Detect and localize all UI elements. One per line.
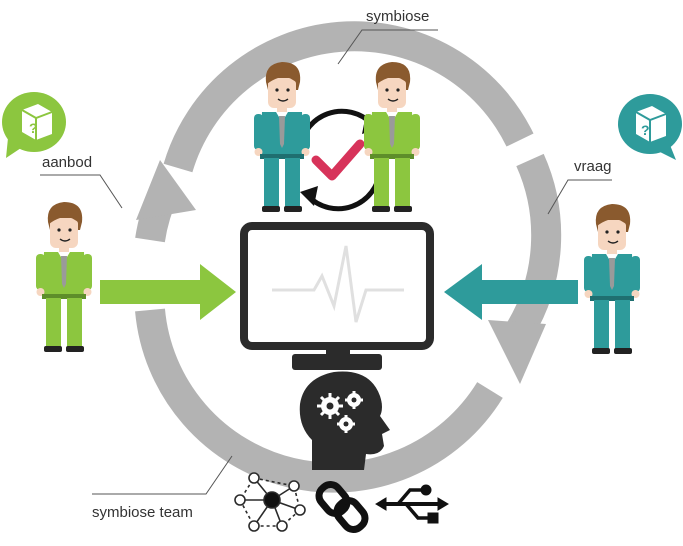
ring-arrowhead-left (136, 160, 196, 220)
aanbod-arrow (100, 264, 236, 320)
monitor-pulse-icon (240, 222, 434, 370)
vraag-arrow (444, 264, 578, 320)
box-question-bubble-green-icon: ? (2, 92, 66, 158)
chain-link-icon (315, 481, 369, 533)
svg-text:?: ? (641, 122, 650, 138)
cycle-ring (135, 21, 562, 493)
ring-arrowhead-right (488, 320, 546, 384)
person-symbiose-teal (253, 61, 311, 213)
label-aanbod: aanbod (42, 154, 93, 171)
label-symbiose-team: symbiose team (92, 504, 193, 521)
label-leaders (40, 29, 612, 495)
box-question-bubble-teal-icon: ? (618, 94, 682, 160)
label-symbiose: symbiose (366, 8, 430, 25)
person-vraag (583, 203, 641, 355)
person-aanbod (35, 201, 93, 353)
head-gears-icon (299, 371, 390, 470)
network-icon (234, 472, 306, 532)
label-vraag: vraag (574, 158, 612, 175)
usb-icon (375, 484, 449, 524)
svg-text:?: ? (29, 120, 38, 136)
